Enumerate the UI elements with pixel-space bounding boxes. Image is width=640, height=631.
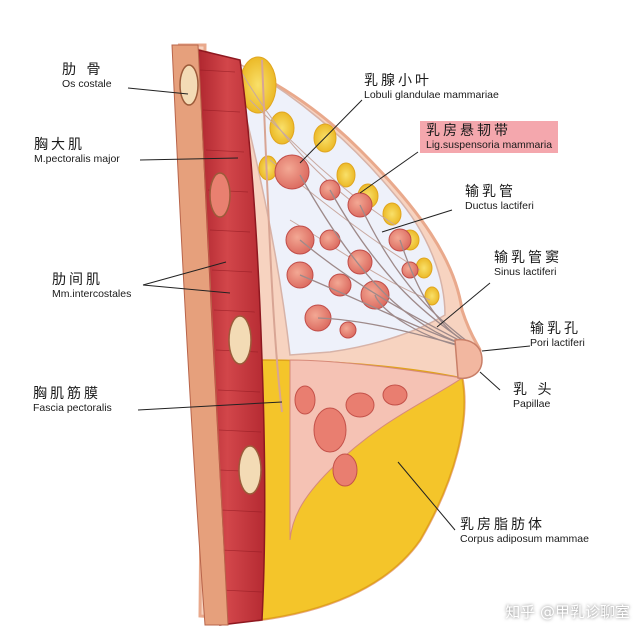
label-intercostales-zh: 肋间肌 xyxy=(52,272,103,288)
nipple xyxy=(454,338,483,380)
label-ductus-la: Ductus lactiferi xyxy=(465,200,534,213)
lower-gland-lobes xyxy=(294,384,408,487)
label-lig-suspensoria-la: Lig.suspensoria mammaria xyxy=(426,139,553,152)
label-lobuli-zh: 乳腺小叶 xyxy=(364,73,432,89)
label-pori-la: Pori lactiferi xyxy=(530,337,585,350)
label-adiposum-la: Corpus adiposum mammae xyxy=(460,533,589,546)
rib-cross-sections xyxy=(179,64,262,495)
label-lig-suspensoria: 乳房悬韧带 Lig.suspensoria mammaria xyxy=(420,121,559,154)
label-papillae: 乳 头 Papillae xyxy=(513,382,554,410)
label-lobuli: 乳腺小叶 Lobuli glandulae mammariae xyxy=(364,73,499,101)
label-fascia-pectoralis: 胸肌筋膜 Fascia pectoralis xyxy=(33,386,112,414)
leader-lines xyxy=(127,87,531,531)
label-os-costale-zh: 肋 骨 xyxy=(62,62,104,78)
label-os-costale-la: Os costale xyxy=(62,78,112,91)
label-pectoralis-major-zh: 胸大肌 xyxy=(34,137,85,153)
label-papillae-la: Papillae xyxy=(513,398,551,411)
label-sinus-zh: 输乳管窦 xyxy=(494,250,562,266)
label-intercostales: 肋间肌 Mm.intercostales xyxy=(52,272,131,300)
label-adiposum: 乳房脂肪体 Corpus adiposum mammae xyxy=(460,517,589,545)
label-lobuli-la: Lobuli glandulae mammariae xyxy=(364,89,499,102)
label-adiposum-zh: 乳房脂肪体 xyxy=(460,517,545,533)
label-papillae-zh: 乳 头 xyxy=(513,382,555,398)
label-fascia-pectoralis-la: Fascia pectoralis xyxy=(33,402,112,415)
label-ductus: 输乳管 Ductus lactiferi xyxy=(465,184,534,212)
label-sinus-la: Sinus lactiferi xyxy=(494,266,557,279)
label-intercostales-la: Mm.intercostales xyxy=(52,288,132,301)
label-fascia-pectoralis-zh: 胸肌筋膜 xyxy=(33,386,101,402)
label-pectoralis-major-la: M.pectoralis major xyxy=(34,153,120,166)
label-pori: 输乳孔 Pori lactiferi xyxy=(530,321,585,349)
label-pectoralis-major: 胸大肌 M.pectoralis major xyxy=(34,137,120,165)
label-os-costale: 肋 骨 Os costale xyxy=(62,62,112,90)
watermark: 知乎 @甲乳诊聊室 xyxy=(505,603,630,621)
label-ductus-zh: 输乳管 xyxy=(465,184,516,200)
label-lig-suspensoria-zh: 乳房悬韧带 xyxy=(426,123,511,139)
lower-gland-tissue xyxy=(289,359,464,541)
label-pori-zh: 输乳孔 xyxy=(530,321,581,337)
muscle-fibers xyxy=(199,69,263,593)
pectoral-fascia-line xyxy=(261,59,283,413)
label-sinus: 输乳管窦 Sinus lactiferi xyxy=(494,250,562,278)
